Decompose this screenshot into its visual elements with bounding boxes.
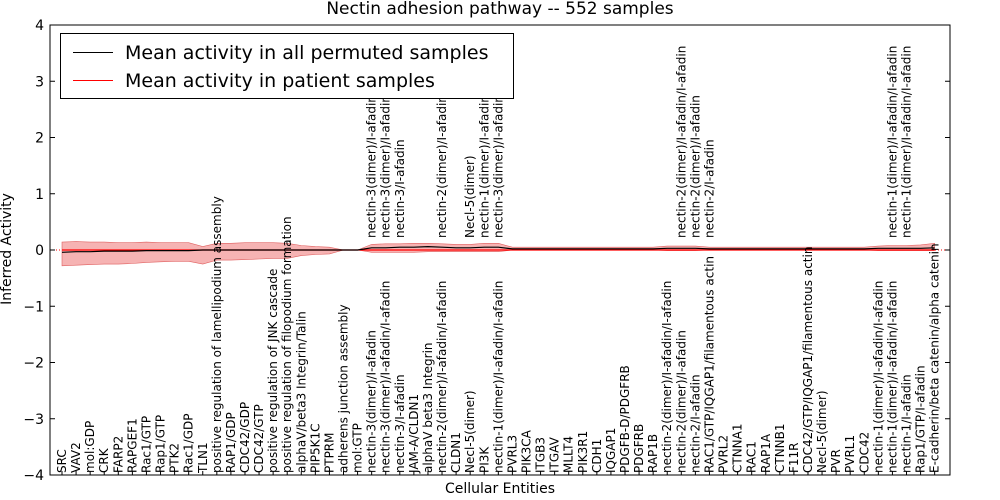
x-tick-label: nectin-1(dimer)/I-afadin/I-afadin [491, 281, 505, 473]
x-tick-label: RAP1A [759, 433, 773, 473]
x-tick-label: Rap1/GTP/I-afadin [914, 365, 928, 473]
legend-item-patient: Mean activity in patient samples [61, 68, 513, 94]
x-tick-label: ITGAV [548, 436, 562, 473]
upper-entity-label: nectin-1(dimer)/I-afadin [477, 95, 491, 238]
x-tick-label: nectin-2/I-afadin [688, 374, 702, 473]
x-tick-label: mol:GDP [83, 421, 97, 473]
upper-entity-label: nectin-1(dimer)/I-afadin/I-afadin [885, 46, 899, 238]
y-tick-label: 1 [35, 187, 44, 203]
x-tick-label: nectin-3(dimer)/I-afadin [365, 330, 379, 473]
x-tick-label: nectin-1/I-afadin [900, 374, 914, 473]
x-tick-label: nectin-2(dimer)/I-afadin [674, 330, 688, 473]
x-tick-label: alphaV/beta3 Integrin/Talin [294, 311, 308, 473]
x-tick-label: SRC [55, 449, 69, 473]
x-tick-label: positive regulation of filopodium format… [280, 216, 294, 473]
x-tick-label: RAPGEF1 [125, 418, 139, 473]
x-tick-label: CDH1 [590, 439, 604, 473]
upper-entity-label: nectin-2(dimer)/I-afadin/I-afadin [674, 46, 688, 238]
x-tick-label: Necl-5(dimer) [463, 390, 477, 473]
x-tick-label: VAV2 [69, 442, 83, 473]
x-tick-label: Rap1/GTP [154, 415, 168, 473]
x-tick-label: PVR [829, 449, 843, 473]
upper-entity-label: Necl-5(dimer) [463, 155, 477, 238]
x-tick-label: PTK2 [168, 443, 182, 473]
x-tick-label: PIK3CA [520, 429, 534, 473]
upper-entity-label: nectin-2(dimer)/I-afadin [688, 95, 702, 238]
upper-entity-label: nectin-1(dimer)/I-afadin/I-afadin [900, 46, 914, 238]
legend-label-permuted: Mean activity in all permuted samples [125, 42, 489, 64]
x-tick-label: CDC42/GTP [252, 404, 266, 473]
chart-title: Nectin adhesion pathway -- 552 samples [326, 0, 673, 19]
y-tick-label: 2 [35, 131, 44, 147]
upper-entity-label: nectin-3(dimer)/I-afadin [379, 95, 393, 238]
x-tick-label: ITGB3 [534, 437, 548, 473]
x-tick-label: CDC42/GTP/IQGAP1/filamentous actin [801, 247, 815, 473]
x-tick-label: PDGFB-D/PDGFRB [618, 365, 632, 473]
x-tick-label: nectin-1(dimer)/I-afadin/I-afadin [871, 281, 885, 473]
x-tick-label: RAP1B [646, 434, 660, 473]
x-tick-label: RAC1/GTP/IQGAP1/filamentous actin [702, 256, 716, 473]
upper-entity-label: nectin-3/I-afadin [393, 139, 407, 238]
series-line-permuted [61, 245, 935, 253]
legend-label-patient: Mean activity in patient samples [125, 70, 435, 92]
x-tick-label: CRK [97, 447, 111, 473]
x-tick-label: F11R [787, 442, 801, 473]
x-tick-label: TLN1 [196, 442, 210, 474]
x-tick-label: CDC42 [857, 432, 871, 473]
x-tick-label: JAM-A/CLDN1 [407, 394, 421, 474]
y-axis-label: Inferred Activity [0, 193, 15, 305]
x-tick-label: nectin-2(dimer)/I-afadin/I-afadin [435, 281, 449, 473]
x-tick-label: positive regulation of lamellipodium ass… [210, 196, 224, 473]
x-tick-label: nectin-3(dimer)/I-afadin/I-afadin [379, 281, 393, 473]
y-tick-label: −2 [23, 356, 44, 372]
x-tick-label: PVRL2 [717, 435, 731, 473]
x-tick-label: PTPRM [322, 433, 336, 474]
y-tick-label: −1 [23, 299, 44, 315]
x-tick-label: nectin-3/I-afadin [393, 374, 407, 473]
y-tick-label: −3 [23, 412, 44, 428]
x-tick-label: nectin-2(dimer)/I-afadin/I-afadin [660, 281, 674, 473]
legend-swatch-permuted [73, 52, 113, 53]
legend: Mean activity in all permuted samples Me… [60, 33, 514, 99]
y-tick-label: 4 [35, 18, 44, 34]
x-tick-label: E-cadherin/beta catenin/alpha catenin [928, 243, 942, 473]
legend-item-permuted: Mean activity in all permuted samples [61, 40, 513, 66]
x-tick-label: CTNNA1 [731, 423, 745, 473]
x-tick-label: MLLT4 [562, 436, 576, 473]
x-tick-label: nectin-1(dimer)/I-afadin/I-afadin [885, 281, 899, 473]
x-tick-label: FARP2 [111, 436, 125, 473]
x-tick-label: CLDN1 [449, 432, 463, 473]
x-tick-label: PDGFRB [632, 424, 646, 473]
x-tick-label: positive regulation of JNK cascade [266, 269, 280, 473]
y-axis-ticks: −4 −3 −2 −1 0 1 2 3 4 [23, 18, 950, 484]
x-tick-label: CTNNB1 [773, 423, 787, 473]
upper-entity-label: nectin-2/I-afadin [702, 139, 716, 238]
x-tick-label: adherens junction assembly [337, 304, 351, 473]
y-tick-label: 0 [35, 243, 44, 259]
x-tick-label: RAC1 [745, 441, 759, 473]
y-tick-label: 3 [35, 74, 44, 90]
x-tick-label: IQGAP1 [604, 428, 618, 473]
plot-frame [49, 24, 951, 476]
x-tick-label: Rac1/GDP [182, 414, 196, 473]
x-tick-label: PVRL3 [505, 435, 519, 473]
x-tick-label: Necl-5(dimer) [815, 390, 829, 473]
x-tick-label: PI3K [477, 446, 491, 473]
legend-swatch-patient [73, 80, 113, 81]
x-tick-label: Rac1/GTP [139, 416, 153, 473]
y-tick-label: −4 [23, 468, 44, 484]
x-tick-label: CDC42/GDP [238, 402, 252, 473]
x-tick-label: alphaV beta3 Integrin [421, 342, 435, 473]
upper-entity-label: nectin-3(dimer)/I-afadin [491, 95, 505, 238]
x-tick-label: RAP1/GDP [224, 412, 238, 473]
x-tick-label: PVRL1 [843, 435, 857, 473]
x-tick-label: mol:GTP [351, 423, 365, 473]
x-axis-label: Cellular Entities [445, 481, 555, 497]
x-tick-label: PIK3R1 [576, 431, 590, 473]
x-tick-label: PIP5K1C [308, 423, 322, 473]
series-lines [61, 245, 935, 253]
